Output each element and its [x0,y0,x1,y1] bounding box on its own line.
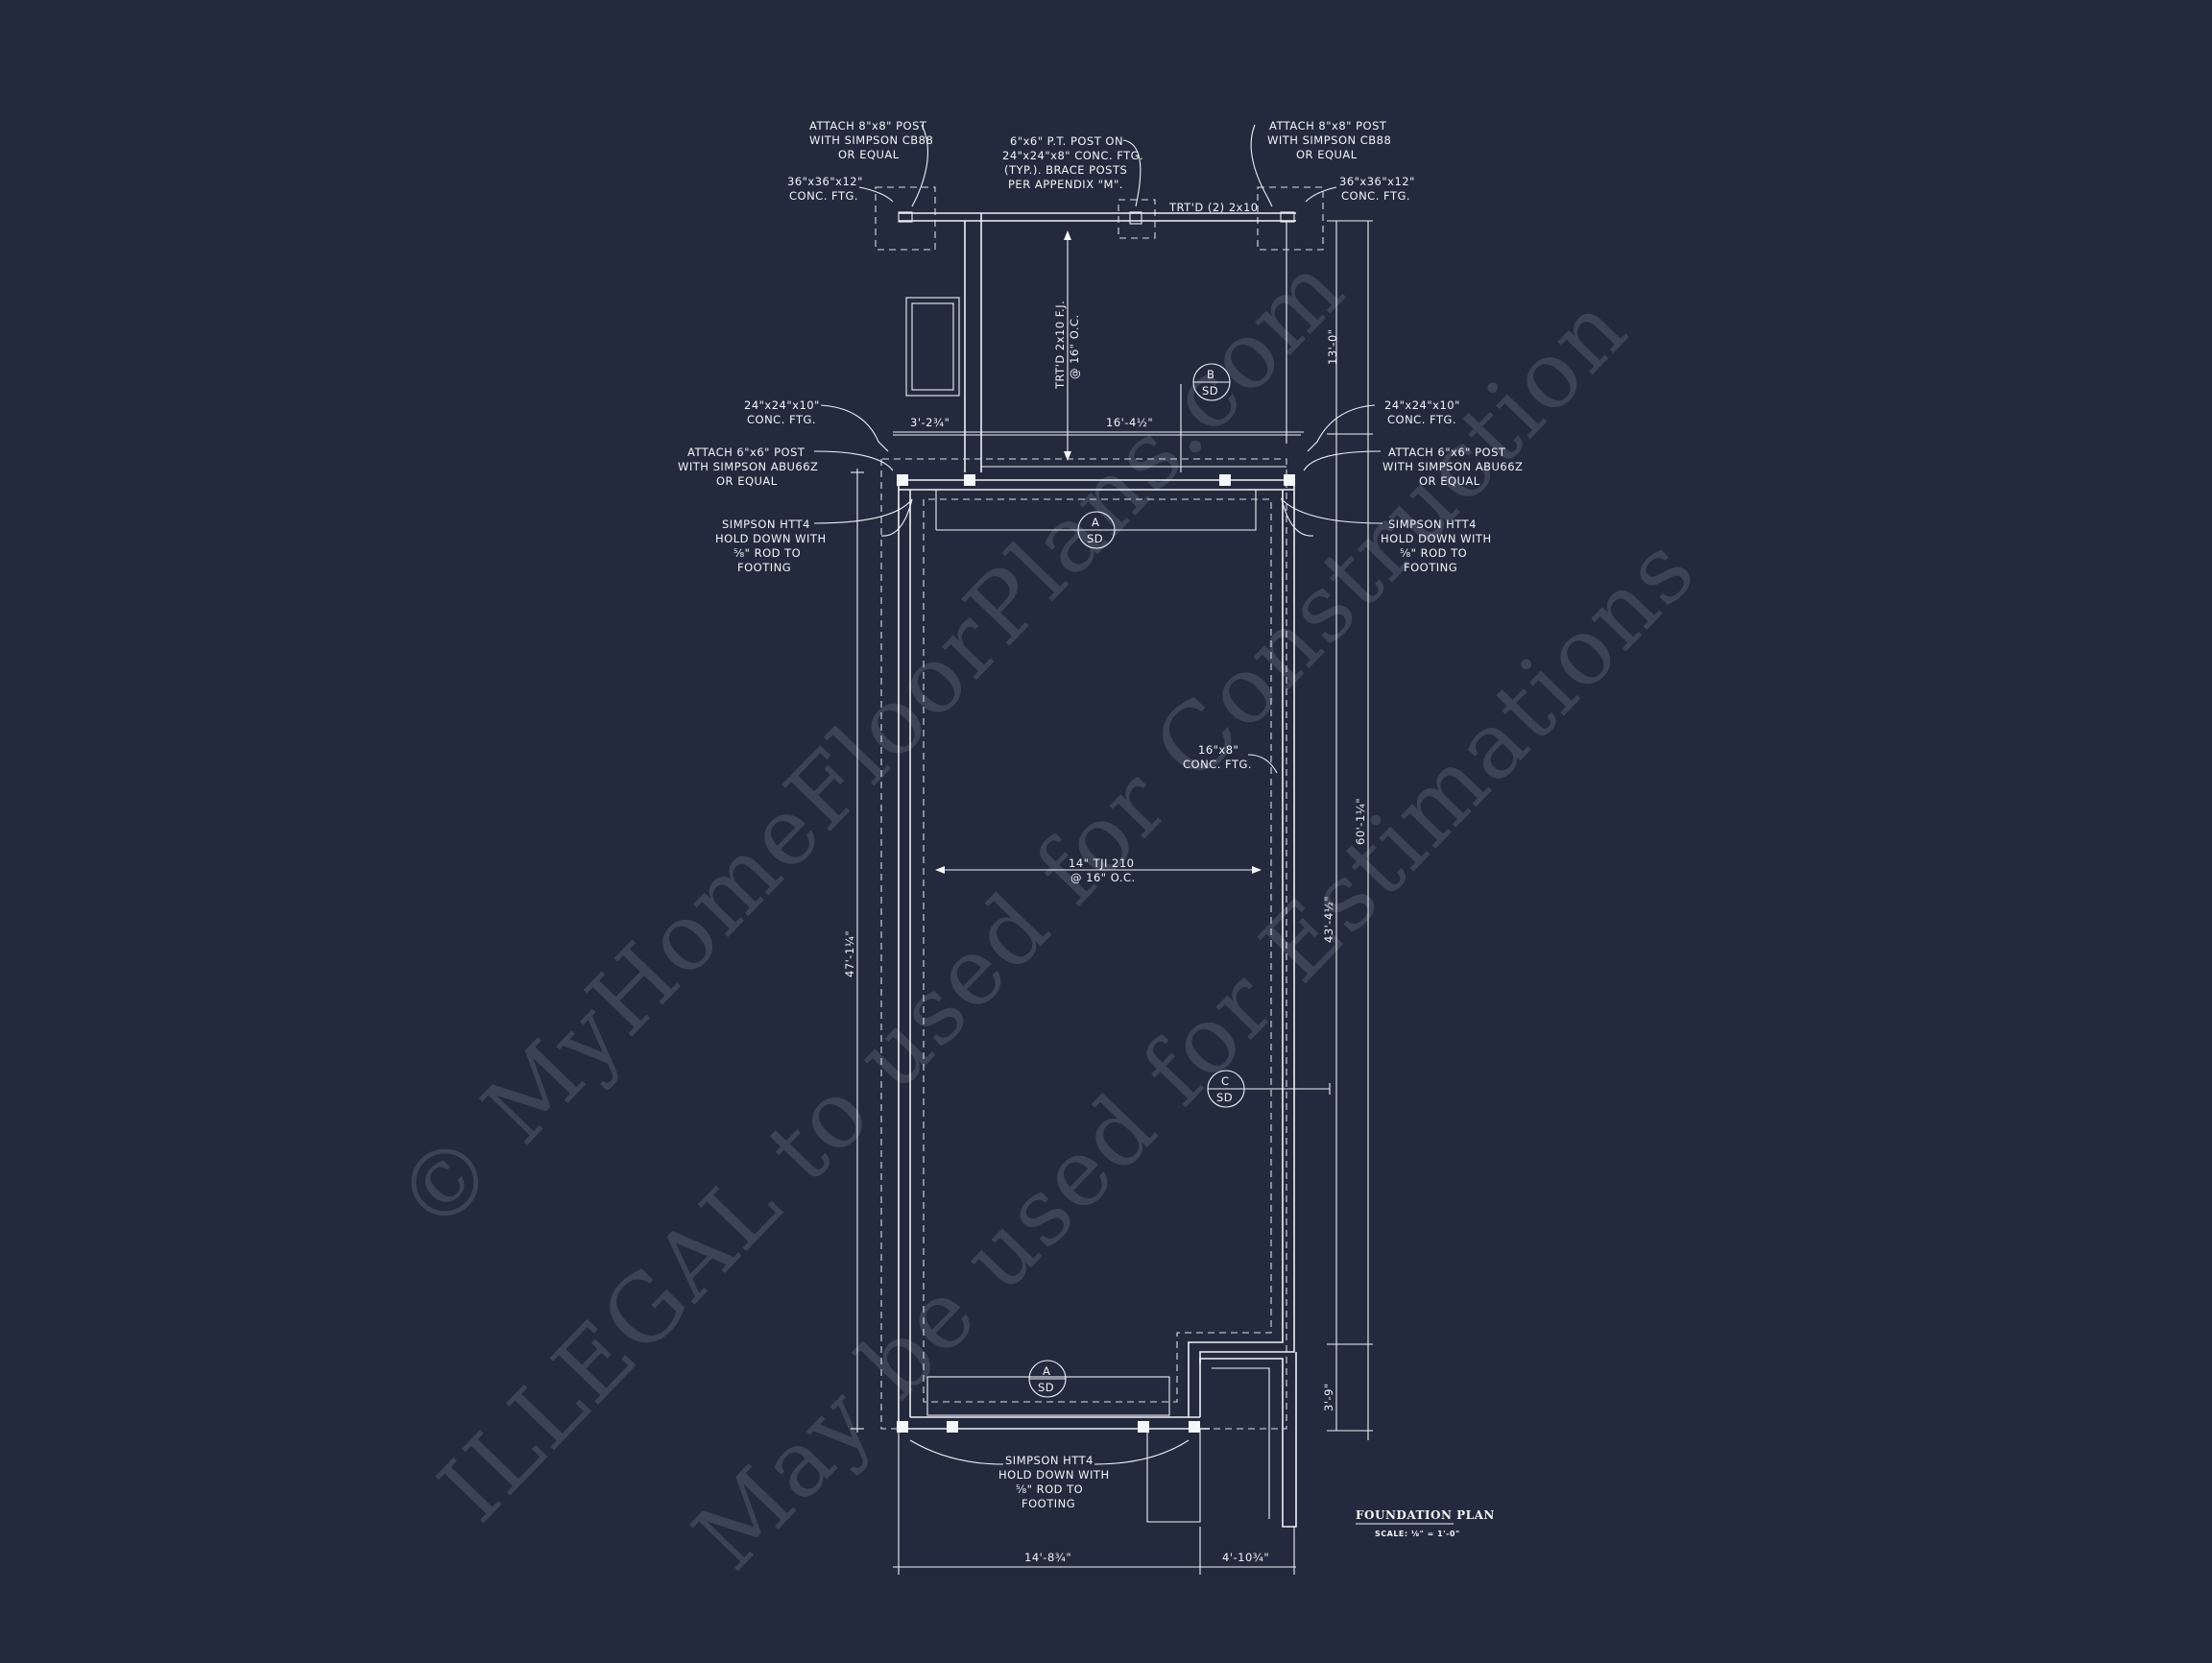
svg-text:WITH SIMPSON ABU66Z: WITH SIMPSON ABU66Z [1382,460,1523,473]
svg-text:PER APPENDIX "M".: PER APPENDIX "M". [1008,178,1123,191]
svg-text:OR EQUAL: OR EQUAL [838,148,900,161]
note-beam: TRT'D (2) 2x10 [1168,201,1259,214]
svg-text:6"x6" P.T. POST ON: 6"x6" P.T. POST ON [1010,134,1123,148]
svg-text:ATTACH 6"x6" POST: ATTACH 6"x6" POST [1388,446,1506,459]
dim-3-2: 3'-2¾" [910,416,950,429]
svg-text:@ 16" O.C.: @ 16" O.C. [1070,871,1136,884]
svg-text:36"x36"x12": 36"x36"x12" [1339,175,1415,188]
svg-text:14" TJI 210: 14" TJI 210 [1069,856,1135,870]
section-c-sheet: SD [1216,1091,1233,1104]
note-deck-joist: TRT'D 2x10 F.J. @ 16" O.C. [1053,301,1081,390]
section-a-bottom-letter: A [1043,1364,1050,1378]
note-w-htt: SIMPSON HTT4 HOLD DOWN WITH ⅝" ROD TO FO… [715,518,827,574]
note-w-footing-24: 24"x24"x10" CONC. FTG. [744,398,820,426]
section-c-letter: C [1221,1074,1230,1088]
svg-text:SIMPSON HTT4: SIMPSON HTT4 [1005,1454,1094,1467]
svg-text:ATTACH 8"x8" POST: ATTACH 8"x8" POST [809,119,927,133]
dim-3-9: 3'-9" [1322,1383,1335,1411]
note-tji: 14" TJI 210 @ 16" O.C. [1069,856,1136,884]
section-b-sheet: SD [1202,384,1218,398]
note-nw-post: ATTACH 8"x8" POST WITH SIMPSON CB88 OR E… [809,119,933,161]
svg-text:24"x24"x10": 24"x24"x10" [744,398,820,412]
dim-43-4: 43'-4½" [1322,896,1335,943]
note-w-abu: ATTACH 6"x6" POST WITH SIMPSON ABU66Z OR… [678,446,818,488]
svg-text:CONC. FTG.: CONC. FTG. [789,189,858,203]
dim-14-8: 14'-8¾" [1024,1551,1071,1564]
note-nw-footing: 36"x36"x12" CONC. FTG. [787,175,863,203]
svg-text:ATTACH 6"x6" POST: ATTACH 6"x6" POST [687,446,805,459]
svg-text:ATTACH 8"x8" POST: ATTACH 8"x8" POST [1269,119,1387,133]
nw-footing [875,186,936,251]
svg-text:CONC. FTG.: CONC. FTG. [1341,189,1410,203]
dim-16-4: 16'-4½" [1106,416,1153,429]
center-post [1129,211,1142,225]
svg-text:⅝" ROD TO: ⅝" ROD TO [1400,546,1467,560]
svg-text:24"x24"x10": 24"x24"x10" [1384,398,1460,412]
drawing-title: FOUNDATION PLAN SCALE: ⅛" = 1'-0" [1356,1508,1495,1538]
svg-text:FOOTING: FOOTING [737,561,791,574]
svg-text:(TYP.). BRACE POSTS: (TYP.). BRACE POSTS [1004,163,1127,177]
note-ne-post: ATTACH 8"x8" POST WITH SIMPSON CB88 OR E… [1267,119,1391,161]
svg-text:TRT'D 2x10 F.J.: TRT'D 2x10 F.J. [1053,301,1067,390]
note-e-htt: SIMPSON HTT4 HOLD DOWN WITH ⅝" ROD TO FO… [1381,518,1492,574]
dim-13-0: 13'-0" [1326,328,1339,365]
svg-text:16"x8": 16"x8" [1198,743,1238,757]
svg-text:WITH SIMPSON CB88: WITH SIMPSON CB88 [809,133,933,147]
svg-text:OR EQUAL: OR EQUAL [1296,148,1358,161]
svg-text:FOOTING: FOOTING [1404,561,1457,574]
svg-text:HOLD DOWN WITH: HOLD DOWN WITH [715,532,827,545]
ne-footing [1257,186,1324,251]
center-footing [1118,199,1156,239]
nw-post [898,211,913,223]
svg-text:HOLD DOWN WITH: HOLD DOWN WITH [998,1468,1110,1482]
section-b-letter: B [1207,368,1214,381]
section-marker-b[interactable]: B SD [1192,363,1231,401]
svg-text:⅝" ROD TO: ⅝" ROD TO [733,546,801,560]
section-marker-c[interactable]: C SD [1207,1070,1245,1108]
dimension-lines [851,220,1373,1575]
svg-text:SIMPSON HTT4: SIMPSON HTT4 [722,518,810,531]
svg-text:FOOTING: FOOTING [1022,1497,1075,1510]
svg-text:HOLD DOWN WITH: HOLD DOWN WITH [1381,532,1492,545]
svg-text:WITH SIMPSON CB88: WITH SIMPSON CB88 [1267,133,1391,147]
note-ne-footing: 36"x36"x12" CONC. FTG. [1339,175,1415,203]
note-16x8-footing: 16"x8" CONC. FTG. [1183,743,1252,771]
svg-text:OR EQUAL: OR EQUAL [1419,474,1480,488]
svg-text:CONC. FTG.: CONC. FTG. [747,413,816,426]
svg-text:24"x24"x8" CONC. FTG.: 24"x24"x8" CONC. FTG. [1002,149,1143,162]
note-e-footing-24: 24"x24"x10" CONC. FTG. [1384,398,1460,426]
section-marker-a-top[interactable]: A SD [1077,511,1116,549]
svg-text:OR EQUAL: OR EQUAL [716,474,778,488]
ne-post [1280,211,1295,223]
note-e-abu: ATTACH 6"x6" POST WITH SIMPSON ABU66Z OR… [1382,446,1523,488]
dim-4-10: 4'-10¾" [1222,1551,1269,1564]
title-scale: SCALE: ⅛" = 1'-0" [1375,1530,1460,1538]
section-a-bottom-sheet: SD [1038,1381,1054,1394]
stair-box [905,297,960,397]
svg-text:SIMPSON HTT4: SIMPSON HTT4 [1388,518,1477,531]
section-a-top-letter: A [1092,516,1099,529]
svg-text:CONC. FTG.: CONC. FTG. [1183,758,1252,771]
svg-text:CONC. FTG.: CONC. FTG. [1387,413,1456,426]
dim-47-1: 47'-1¼" [843,930,856,977]
main-foundation [880,458,1331,1528]
title-name: FOUNDATION PLAN [1356,1508,1495,1522]
svg-text:⅝" ROD TO: ⅝" ROD TO [1016,1482,1083,1496]
section-marker-a-bottom[interactable]: A SD [1028,1360,1067,1398]
note-bottom-htt: SIMPSON HTT4 HOLD DOWN WITH ⅝" ROD TO FO… [998,1454,1110,1510]
leader-lines [813,124,1383,1465]
dim-60-1: 60'-1¼" [1354,798,1367,845]
section-a-top-sheet: SD [1087,532,1103,545]
svg-text:36"x36"x12": 36"x36"x12" [787,175,863,188]
note-center-post: 6"x6" P.T. POST ON 24"x24"x8" CONC. FTG.… [1002,134,1143,191]
svg-text:WITH SIMPSON ABU66Z: WITH SIMPSON ABU66Z [678,460,818,473]
svg-text:@ 16" O.C.: @ 16" O.C. [1068,314,1081,379]
